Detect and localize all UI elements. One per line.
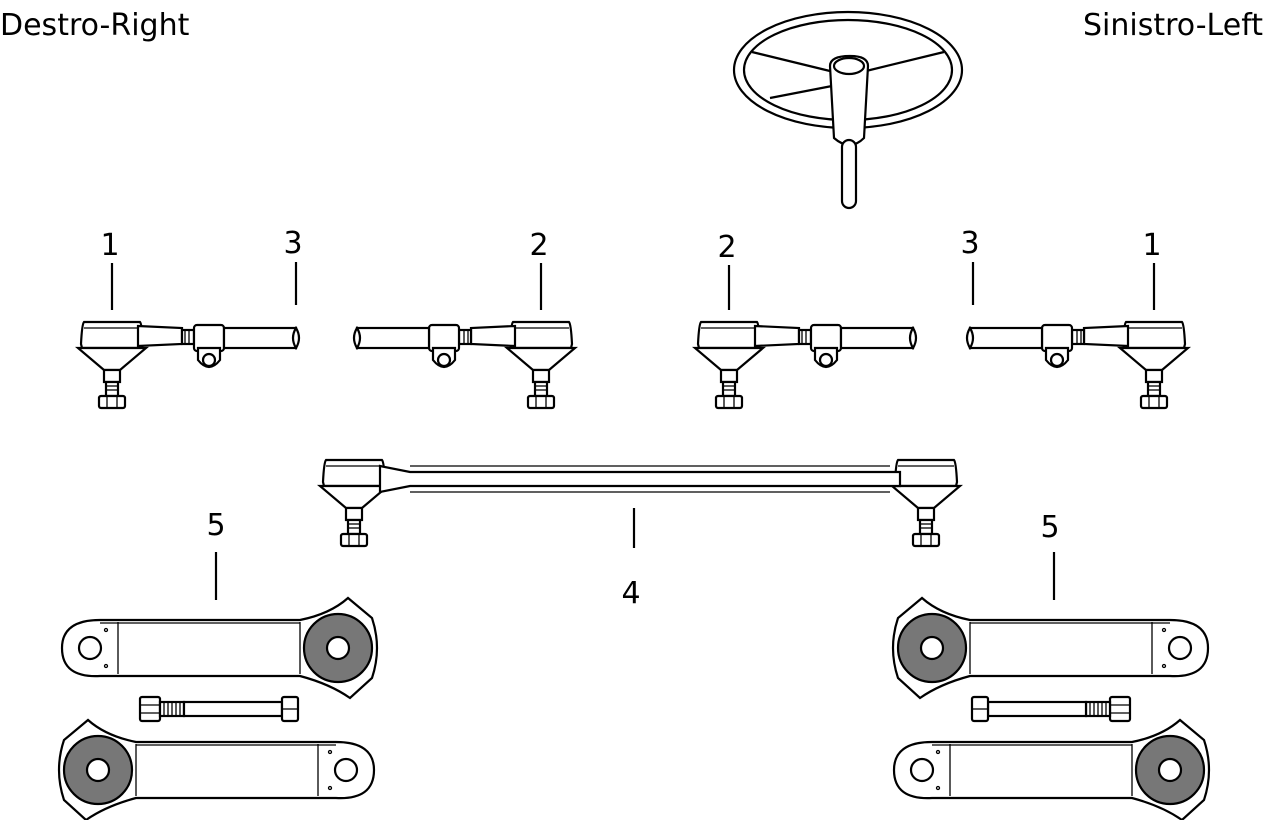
- tie-rod-assembly-icon: [78, 322, 575, 408]
- callout-3-right: 3: [283, 226, 302, 261]
- leader-lines: [110, 262, 1156, 600]
- callout-4: 4: [621, 576, 640, 611]
- callout-2-right: 2: [529, 228, 548, 263]
- callout-5-left: 5: [1040, 510, 1059, 545]
- steering-arm-icon: [891, 596, 1211, 820]
- steering-wheel-icon: [732, 10, 964, 210]
- callout-3-left: 3: [960, 226, 979, 261]
- callout-1-left: 1: [1142, 228, 1161, 263]
- drag-link-icon: [318, 458, 962, 548]
- callout-5-right: 5: [206, 508, 225, 543]
- label-left: Sinistro-Left: [1083, 8, 1263, 43]
- tie-rod-assembly-icon: [695, 322, 1188, 408]
- steering-arm-icon: [57, 596, 379, 820]
- callout-2-left: 2: [717, 230, 736, 265]
- callout-1-right: 1: [100, 228, 119, 263]
- label-right: Destro-Right: [0, 8, 190, 43]
